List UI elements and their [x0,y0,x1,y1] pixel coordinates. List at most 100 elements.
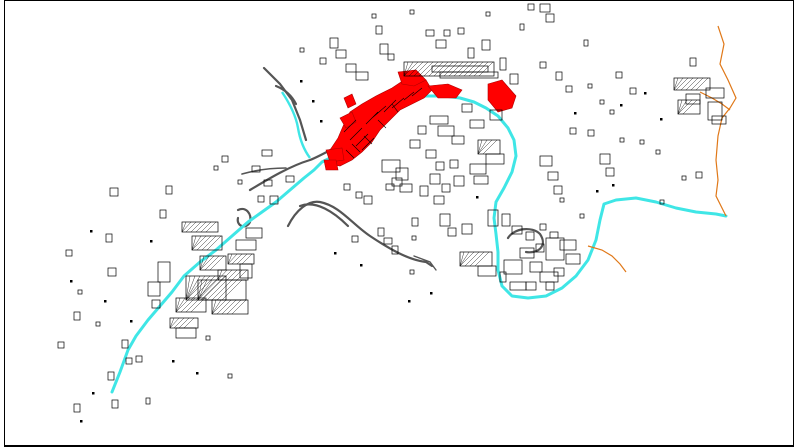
building-footprint [605,167,615,177]
building-hatch [169,317,180,329]
building-footprint [65,249,73,257]
building-footprint [439,213,451,227]
building-footprint [629,87,637,95]
building-footprint [263,179,273,187]
building-footprint [371,13,377,19]
building-footprints [57,3,727,423]
building-footprint [579,213,585,219]
road-north-ramp [274,84,298,106]
building-hatch [216,279,238,301]
building-footprint [545,13,555,23]
building-hatch [477,139,493,155]
building-footprint [251,165,261,173]
building-footprint [485,11,491,17]
building-footprint [443,29,451,37]
structure-marker [612,184,615,187]
building-footprint [565,85,573,93]
building-hatch [673,77,679,91]
building-footprint [503,259,523,275]
building-hatch [428,61,444,77]
building-footprint [411,217,419,227]
building-footprint [355,191,363,199]
building-footprint [157,261,171,283]
building-footprint [257,195,265,203]
building-footprint [205,335,211,341]
building-footprint [539,223,547,231]
building-footprint [237,179,243,185]
building-hatch [231,299,247,315]
building-hatch [675,77,689,91]
building-footprint [411,235,417,241]
structure-marker [92,392,95,395]
building-footprint [539,3,551,13]
building-footprint [351,235,359,243]
building-footprint [435,39,447,49]
building-footprint [565,253,581,265]
building-footprint [553,185,563,195]
building-footprint [549,231,559,239]
building-footprint [525,281,537,291]
boundary-line [587,25,737,273]
building-hatch [221,269,233,281]
building-footprint [391,177,403,187]
building-footprint [217,269,249,281]
building-footprint [185,275,227,301]
building-footprint [363,195,373,205]
building-footprint [387,53,395,61]
building-footprint [299,47,305,53]
building-hatch [478,61,494,77]
building-footprint [587,129,595,137]
building-hatch [173,317,185,329]
building-hatch [418,61,434,77]
building-hatch [199,255,205,271]
drawing-border [4,0,794,447]
structure-marker [320,120,323,123]
river-tributary-north [281,91,311,159]
building-footprint [121,339,129,349]
building-footprint [227,373,233,379]
building-hatch [463,61,479,77]
building-footprint [525,231,535,241]
building-hatch [459,251,475,267]
building-footprint [109,187,119,197]
building-hatch [209,255,225,271]
building-footprint [469,119,485,129]
building-footprint [159,209,167,219]
road-south-arc [286,200,434,268]
building-hatch [413,61,429,77]
building-hatch [231,269,243,281]
building-footprint [609,109,615,115]
building-hatch [195,221,207,233]
building-hatch [211,299,227,315]
building-hatch [695,77,709,91]
building-hatch [211,299,222,315]
building-hatch [477,139,483,155]
building-footprint [417,125,427,135]
building-footprint [379,43,389,55]
building-hatch [226,269,238,281]
building-footprint [429,115,449,125]
building-footprint [553,267,565,277]
structure-marker [660,118,663,121]
building-footprint [147,281,161,297]
building-hatch [677,99,688,115]
building-footprint [457,27,465,35]
building-hatch [199,255,215,271]
building-footprint [125,357,133,365]
building-footprint [477,265,497,277]
building-hatch [185,275,196,301]
building-footprint [519,23,525,31]
building-hatch [677,99,693,115]
building-footprint [107,267,117,277]
building-hatch [197,279,213,301]
building-footprint [501,213,511,227]
building-footprint [261,149,273,157]
structure-marker [574,112,577,115]
building-hatch [185,275,191,301]
building-hatch [226,299,242,315]
structure-marker [360,264,363,267]
building-hatch [185,221,197,233]
building-footprint [489,109,503,121]
